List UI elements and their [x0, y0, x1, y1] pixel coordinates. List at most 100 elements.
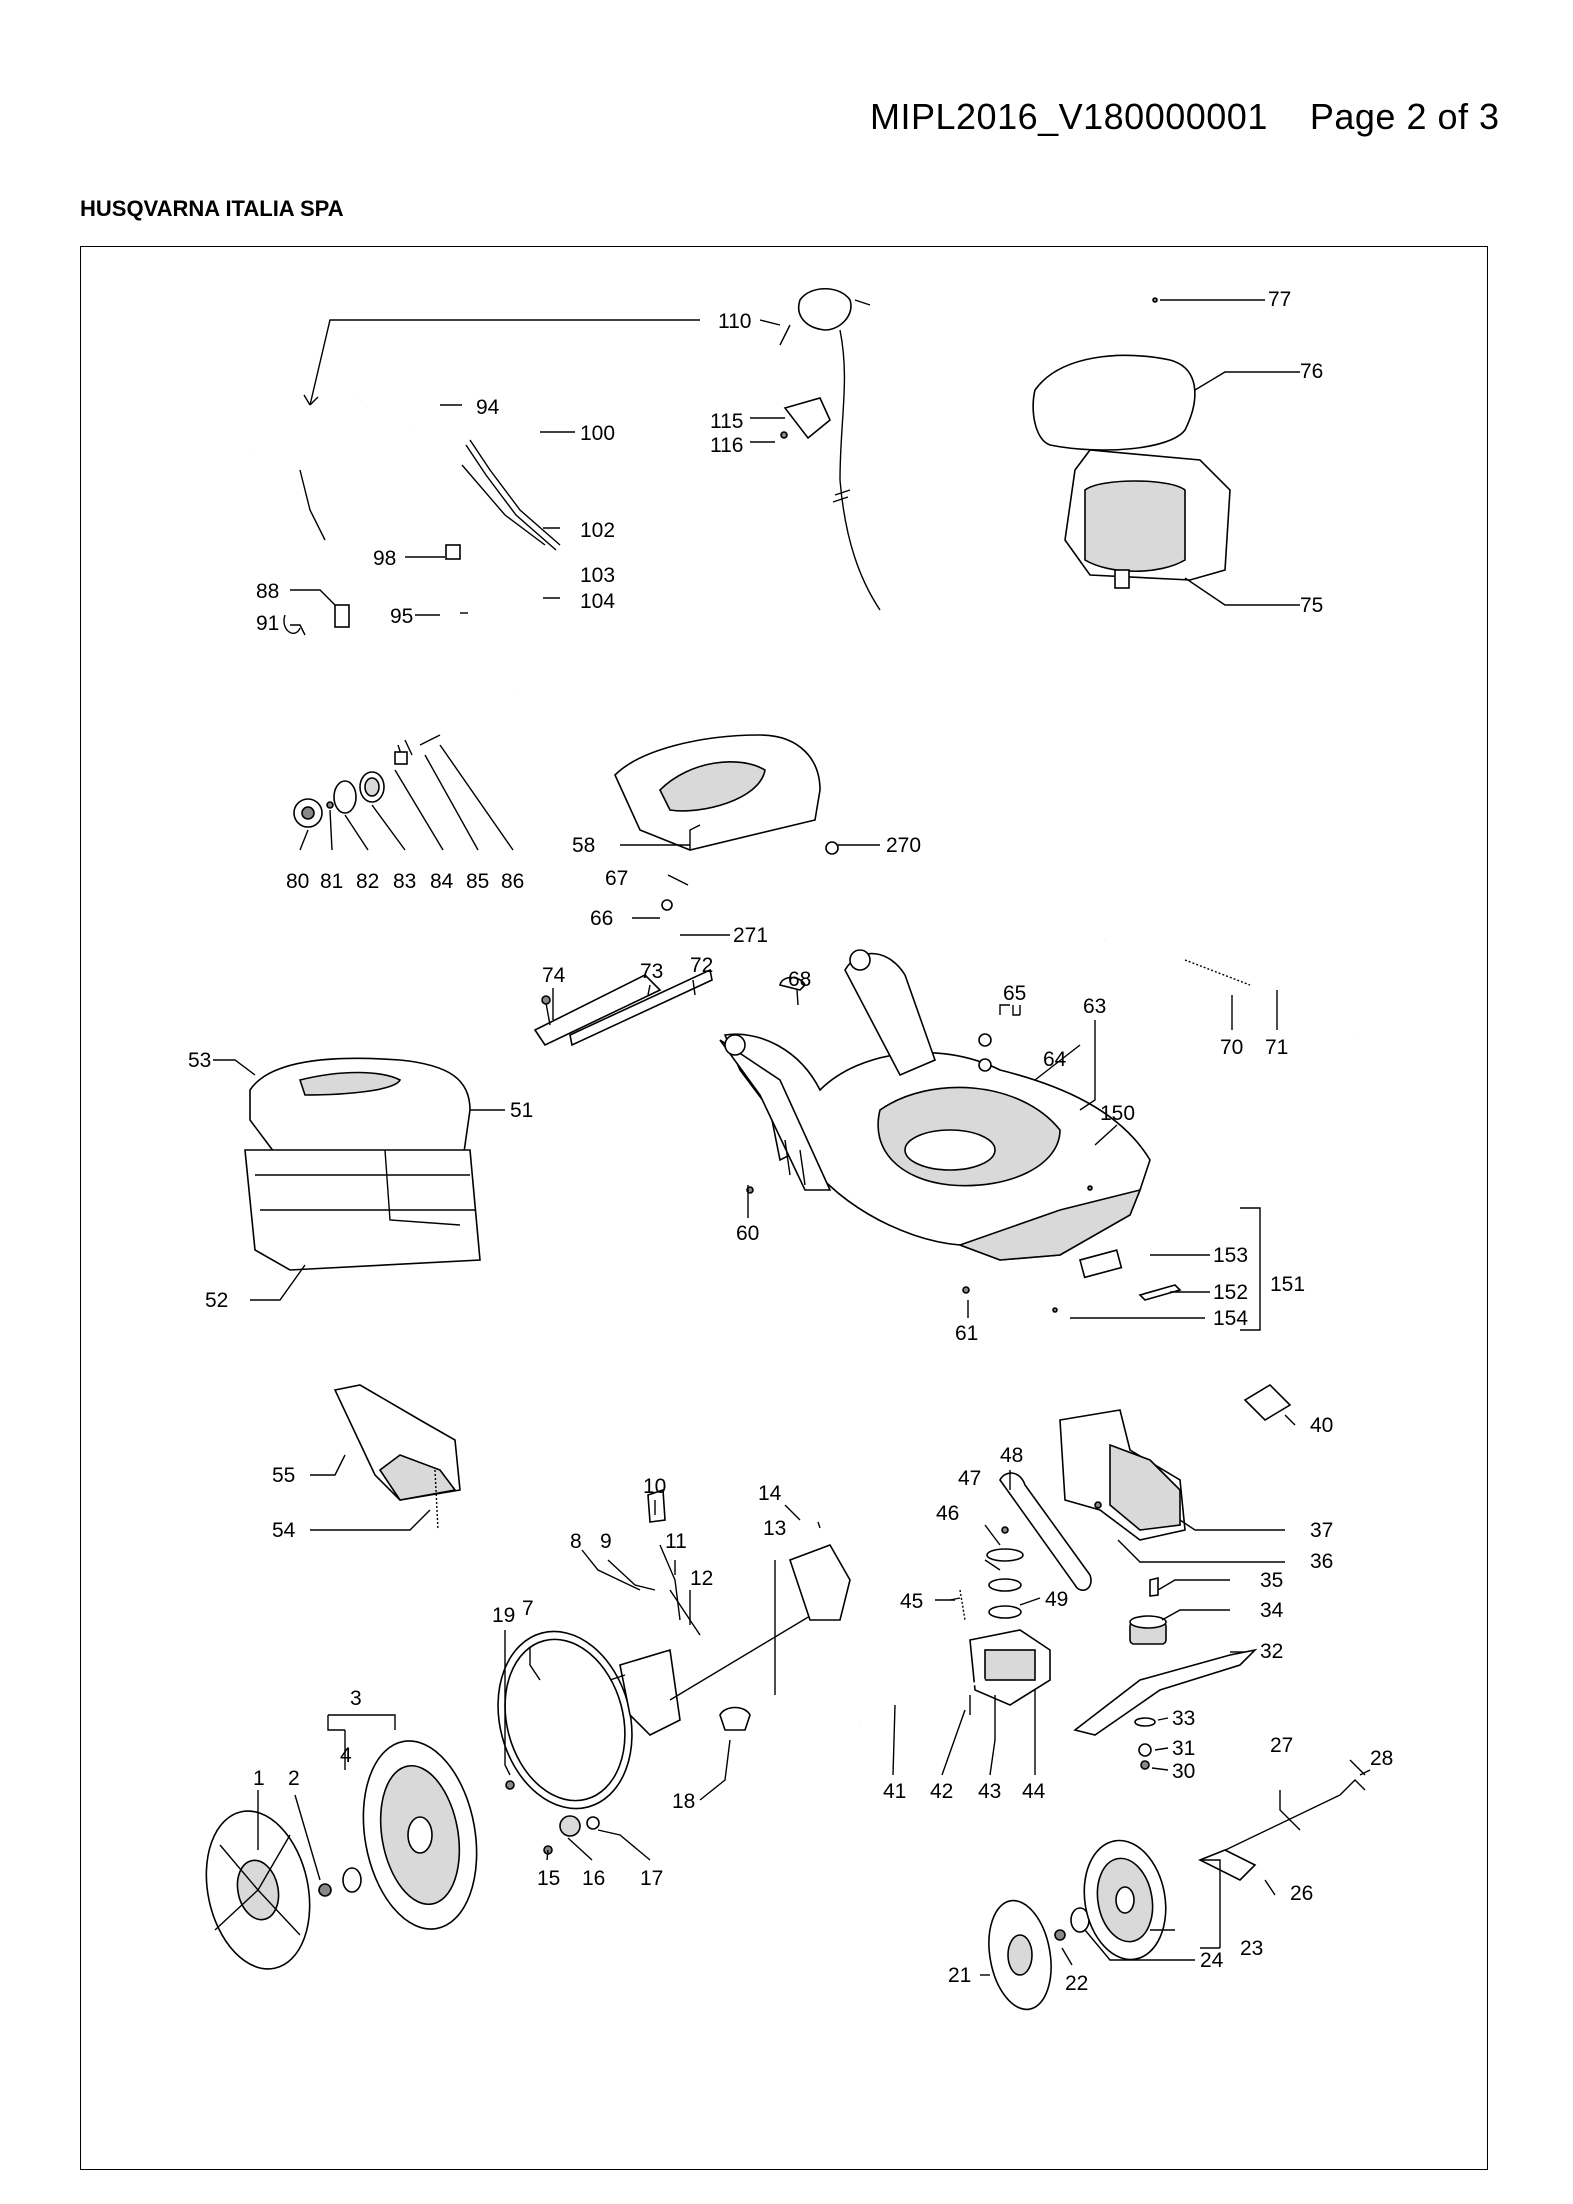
- callout-85: 85: [466, 870, 489, 893]
- callout-26: 26: [1290, 1882, 1313, 1905]
- callout-13: 13: [763, 1517, 786, 1540]
- callout-53: 53: [188, 1049, 211, 1072]
- callout-270: 270: [886, 834, 921, 857]
- callout-116: 116: [710, 434, 743, 457]
- callout-10: 10: [643, 1475, 666, 1498]
- clip-98: [445, 544, 461, 560]
- belt-cover: [1059, 1409, 1186, 1541]
- callout-58: 58: [572, 834, 595, 857]
- side-deflector: [333, 1384, 461, 1531]
- callout-100: 100: [580, 422, 615, 445]
- callout-91: 91: [256, 612, 279, 635]
- callout-77: 77: [1268, 288, 1291, 311]
- front-wheel: [205, 1740, 478, 1970]
- callout-15: 15: [537, 1867, 560, 1890]
- callout-11: 11: [665, 1530, 687, 1553]
- document-id: MIPL2016_V180000001: [870, 96, 1268, 137]
- callout-32: 32: [1260, 1640, 1283, 1663]
- callout-42: 42: [930, 1780, 953, 1803]
- callout-271: 271: [733, 924, 768, 947]
- callout-46: 46: [936, 1502, 959, 1525]
- callout-40: 40: [1310, 1414, 1333, 1437]
- callout-67: 67: [605, 867, 628, 890]
- belt-and-pulleys: [949, 1472, 1092, 1621]
- callout-48: 48: [1000, 1444, 1023, 1467]
- callout-61: 61: [955, 1322, 978, 1345]
- callout-73: 73: [640, 960, 663, 983]
- callout-3: 3: [350, 1687, 362, 1710]
- callout-150: 150: [1100, 1102, 1135, 1125]
- bracket-40: [1243, 1383, 1292, 1422]
- gearbox: [859, 1629, 1051, 1740]
- callout-64: 64: [1043, 1048, 1067, 1071]
- callout-95: 95: [390, 605, 413, 628]
- callout-43: 43: [978, 1780, 1001, 1803]
- callout-154: 154: [1213, 1307, 1248, 1330]
- callout-41: 41: [883, 1780, 906, 1803]
- callout-88: 88: [256, 580, 279, 603]
- callout-80: 80: [286, 870, 309, 893]
- diagram-frame: [80, 246, 1488, 2170]
- callout-71: 71: [1265, 1036, 1288, 1059]
- callout-63: 63: [1083, 995, 1106, 1018]
- callout-31: 31: [1172, 1737, 1195, 1760]
- drive-gear-disc: [497, 1630, 633, 1855]
- callout-51: 51: [510, 1099, 533, 1122]
- callout-81: 81: [320, 870, 343, 893]
- callout-98: 98: [373, 547, 396, 570]
- callout-84: 84: [430, 870, 454, 893]
- throttle-cable: [779, 288, 881, 611]
- callout-45: 45: [900, 1590, 923, 1613]
- callout-4: 4: [340, 1744, 352, 1767]
- callout-18: 18: [672, 1790, 695, 1813]
- callout-55: 55: [272, 1464, 295, 1487]
- callout-66: 66: [590, 907, 613, 930]
- callout-65: 65: [1003, 982, 1026, 1005]
- callout-21: 21: [948, 1964, 971, 1987]
- rear-axle: [1198, 1769, 1371, 1881]
- callout-27: 27: [1270, 1734, 1293, 1757]
- callout-22: 22: [1065, 1972, 1088, 1995]
- callout-76: 76: [1300, 360, 1323, 383]
- callout-151: 151: [1270, 1273, 1305, 1296]
- callout-7: 7: [522, 1597, 534, 1620]
- callout-labels: 110 77 76 75 94 100 115 116 102 103 104 …: [188, 288, 1393, 1995]
- callout-16: 16: [582, 1867, 605, 1890]
- callout-2: 2: [288, 1767, 300, 1790]
- callout-12: 12: [690, 1567, 713, 1590]
- callout-60: 60: [736, 1222, 759, 1245]
- callout-74: 74: [542, 964, 566, 987]
- callout-17: 17: [640, 1867, 663, 1890]
- callout-23: 23: [1240, 1937, 1263, 1960]
- company-name: HUSQVARNA ITALIA SPA: [80, 196, 344, 221]
- grass-catcher: [244, 1057, 481, 1271]
- callout-153: 153: [1213, 1244, 1248, 1267]
- leader-lines: [213, 299, 1366, 1976]
- callout-68: 68: [788, 968, 811, 991]
- callout-35: 35: [1260, 1569, 1283, 1592]
- rear-wheel: [988, 1839, 1167, 2011]
- knob-88: [334, 604, 350, 628]
- callout-37: 37: [1310, 1519, 1333, 1542]
- callout-102: 102: [580, 519, 615, 542]
- callout-9: 9: [600, 1530, 612, 1553]
- callout-83: 83: [393, 870, 416, 893]
- callout-28: 28: [1370, 1747, 1393, 1770]
- callout-1: 1: [253, 1767, 265, 1790]
- rear-deflector: [614, 734, 839, 911]
- callout-8: 8: [570, 1530, 582, 1553]
- callout-152: 152: [1213, 1281, 1248, 1304]
- callout-103: 103: [580, 564, 615, 587]
- callout-34: 34: [1260, 1599, 1284, 1622]
- callout-86: 86: [501, 870, 524, 893]
- callout-54: 54: [272, 1519, 296, 1542]
- callout-24: 24: [1200, 1949, 1224, 1972]
- callout-75: 75: [1300, 594, 1323, 617]
- callout-82: 82: [356, 870, 379, 893]
- callout-94: 94: [476, 396, 500, 419]
- drive-bracket: [609, 1488, 851, 1736]
- mower-deck: [719, 949, 1182, 1313]
- callout-110: 110: [718, 310, 751, 333]
- callout-30: 30: [1172, 1760, 1195, 1783]
- mulch-blades: [533, 968, 713, 1047]
